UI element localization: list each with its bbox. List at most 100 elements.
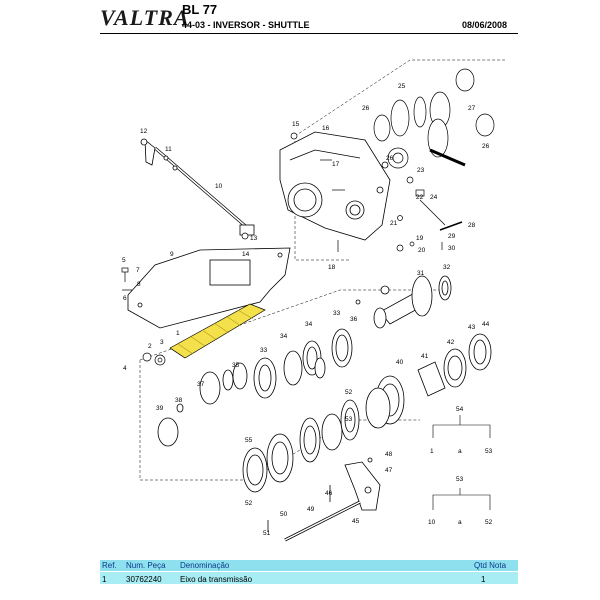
callout-34b: 34 [305, 321, 313, 328]
callout-10: 10 [215, 183, 223, 190]
callout-18: 18 [328, 264, 336, 271]
callout-31: 31 [417, 270, 425, 277]
callout-26b: 26 [386, 155, 394, 162]
callout-7: 7 [136, 267, 140, 274]
callout-23: 23 [417, 167, 425, 174]
callout-37: 37 [197, 381, 205, 388]
callout-33b: 33 [260, 347, 268, 354]
callout-44: 44 [482, 321, 490, 328]
bracket-plate [127, 247, 291, 329]
callout-47: 47 [385, 467, 393, 474]
upper-gear-cluster [373, 68, 495, 169]
left-small-parts [121, 267, 166, 366]
row-quantity: 1 [481, 575, 486, 584]
lower-gear-pack [242, 399, 360, 493]
row-part-number: 30762240 [126, 575, 162, 584]
callout-35: 35 [232, 362, 240, 369]
callout-19: 19 [416, 235, 424, 242]
catalog-date: 08/06/2008 [462, 20, 508, 30]
callout-26a: 26 [362, 105, 370, 112]
callout-41: 41 [421, 353, 429, 360]
right-bearings-gears [365, 333, 492, 429]
callout-labels: 1 2 3 4 5 6 7 8 9 10 11 12 13 14 15 16 1… [122, 83, 490, 537]
callout-27: 27 [468, 105, 476, 112]
callout-52a: 52 [245, 500, 253, 507]
callout-14: 14 [242, 251, 250, 258]
kit-53-labels: 10 a 52 [428, 519, 493, 526]
kit-brackets [432, 415, 491, 510]
catalog-header: VALTRA BL 77 44-03 - INVERSOR - SHUTTLE … [0, 0, 600, 40]
row-ref: 1 [102, 575, 107, 584]
gearbox-housing [279, 131, 391, 241]
callout-5: 5 [122, 257, 126, 264]
callout-40: 40 [396, 359, 404, 366]
callout-12: 12 [140, 128, 148, 135]
parts-table-header: Ref. Num. Peça Denominação Qtd Nota [100, 560, 518, 571]
callout-30: 30 [448, 245, 456, 252]
callout-42: 42 [447, 339, 455, 346]
kit-53-mid: a [458, 519, 462, 526]
callout-49: 49 [307, 506, 315, 513]
model-title: BL 77 [182, 2, 218, 17]
callout-15: 15 [292, 121, 300, 128]
small-fasteners [241, 132, 463, 252]
exploded-parts-diagram: 1 2 3 4 5 6 7 8 9 10 11 12 13 14 15 16 1… [100, 40, 518, 560]
callout-29: 29 [448, 233, 456, 240]
callout-3: 3 [160, 339, 164, 346]
callout-52b: 52 [345, 389, 353, 396]
callout-55: 55 [245, 437, 253, 444]
callout-24: 24 [430, 194, 438, 201]
callout-34a: 34 [280, 333, 288, 340]
callout-28: 28 [468, 222, 476, 229]
callout-9: 9 [170, 251, 174, 258]
col-num-peca: Num. Peça [126, 561, 166, 570]
kit-54-left: 1 [430, 448, 434, 455]
callout-1: 1 [176, 330, 180, 337]
callout-25: 25 [398, 83, 406, 90]
callout-4: 4 [123, 365, 127, 372]
callout-32: 32 [443, 264, 451, 271]
callout-26c: 26 [482, 143, 490, 150]
callout-54: 54 [456, 406, 464, 413]
callout-53b: 53 [456, 476, 464, 483]
section-title: 44-03 - INVERSOR - SHUTTLE [182, 20, 310, 30]
callout-33a: 33 [333, 310, 341, 317]
col-qtd-nota: Qtd Nota [474, 561, 507, 570]
callout-51: 51 [263, 530, 271, 537]
callout-21: 21 [390, 220, 398, 227]
header-divider [100, 33, 518, 34]
callout-38: 38 [175, 397, 183, 404]
callout-45: 45 [352, 518, 360, 525]
callout-20: 20 [418, 247, 426, 254]
col-ref: Ref. [102, 561, 117, 570]
callout-8: 8 [137, 281, 141, 288]
callout-46: 46 [325, 490, 333, 497]
kit-54-labels: 1 a 53 [430, 448, 493, 455]
shift-rod-assembly [140, 138, 255, 236]
diagram-svg: 1 2 3 4 5 6 7 8 9 10 11 12 13 14 15 16 1… [121, 59, 505, 542]
kit-54-right: 53 [485, 448, 493, 455]
callout-36: 36 [350, 316, 358, 323]
table-row[interactable]: 1 30762240 Eixo da transmissão 1 [100, 572, 518, 584]
shift-fork-rod [267, 457, 381, 542]
col-denominacao: Denominação [180, 561, 230, 570]
callout-13: 13 [250, 235, 258, 242]
middle-rings [157, 328, 353, 447]
valtra-logo: VALTRA [100, 5, 190, 30]
callout-39: 39 [156, 405, 164, 412]
callout-22: 22 [416, 194, 424, 201]
kit-53-right: 52 [485, 519, 493, 526]
callout-17: 17 [332, 161, 340, 168]
callout-53a: 53 [345, 416, 353, 423]
right-output-shaft [355, 275, 452, 329]
kit-53-left: 10 [428, 519, 436, 526]
transmission-shaft-highlighted [169, 303, 266, 359]
callout-6: 6 [123, 295, 127, 302]
kit-54-mid: a [458, 448, 462, 455]
callout-16: 16 [322, 125, 330, 132]
callout-43: 43 [468, 324, 476, 331]
callout-50: 50 [280, 511, 288, 518]
callout-48: 48 [385, 451, 393, 458]
callout-11: 11 [165, 146, 172, 153]
callout-2: 2 [148, 343, 152, 350]
